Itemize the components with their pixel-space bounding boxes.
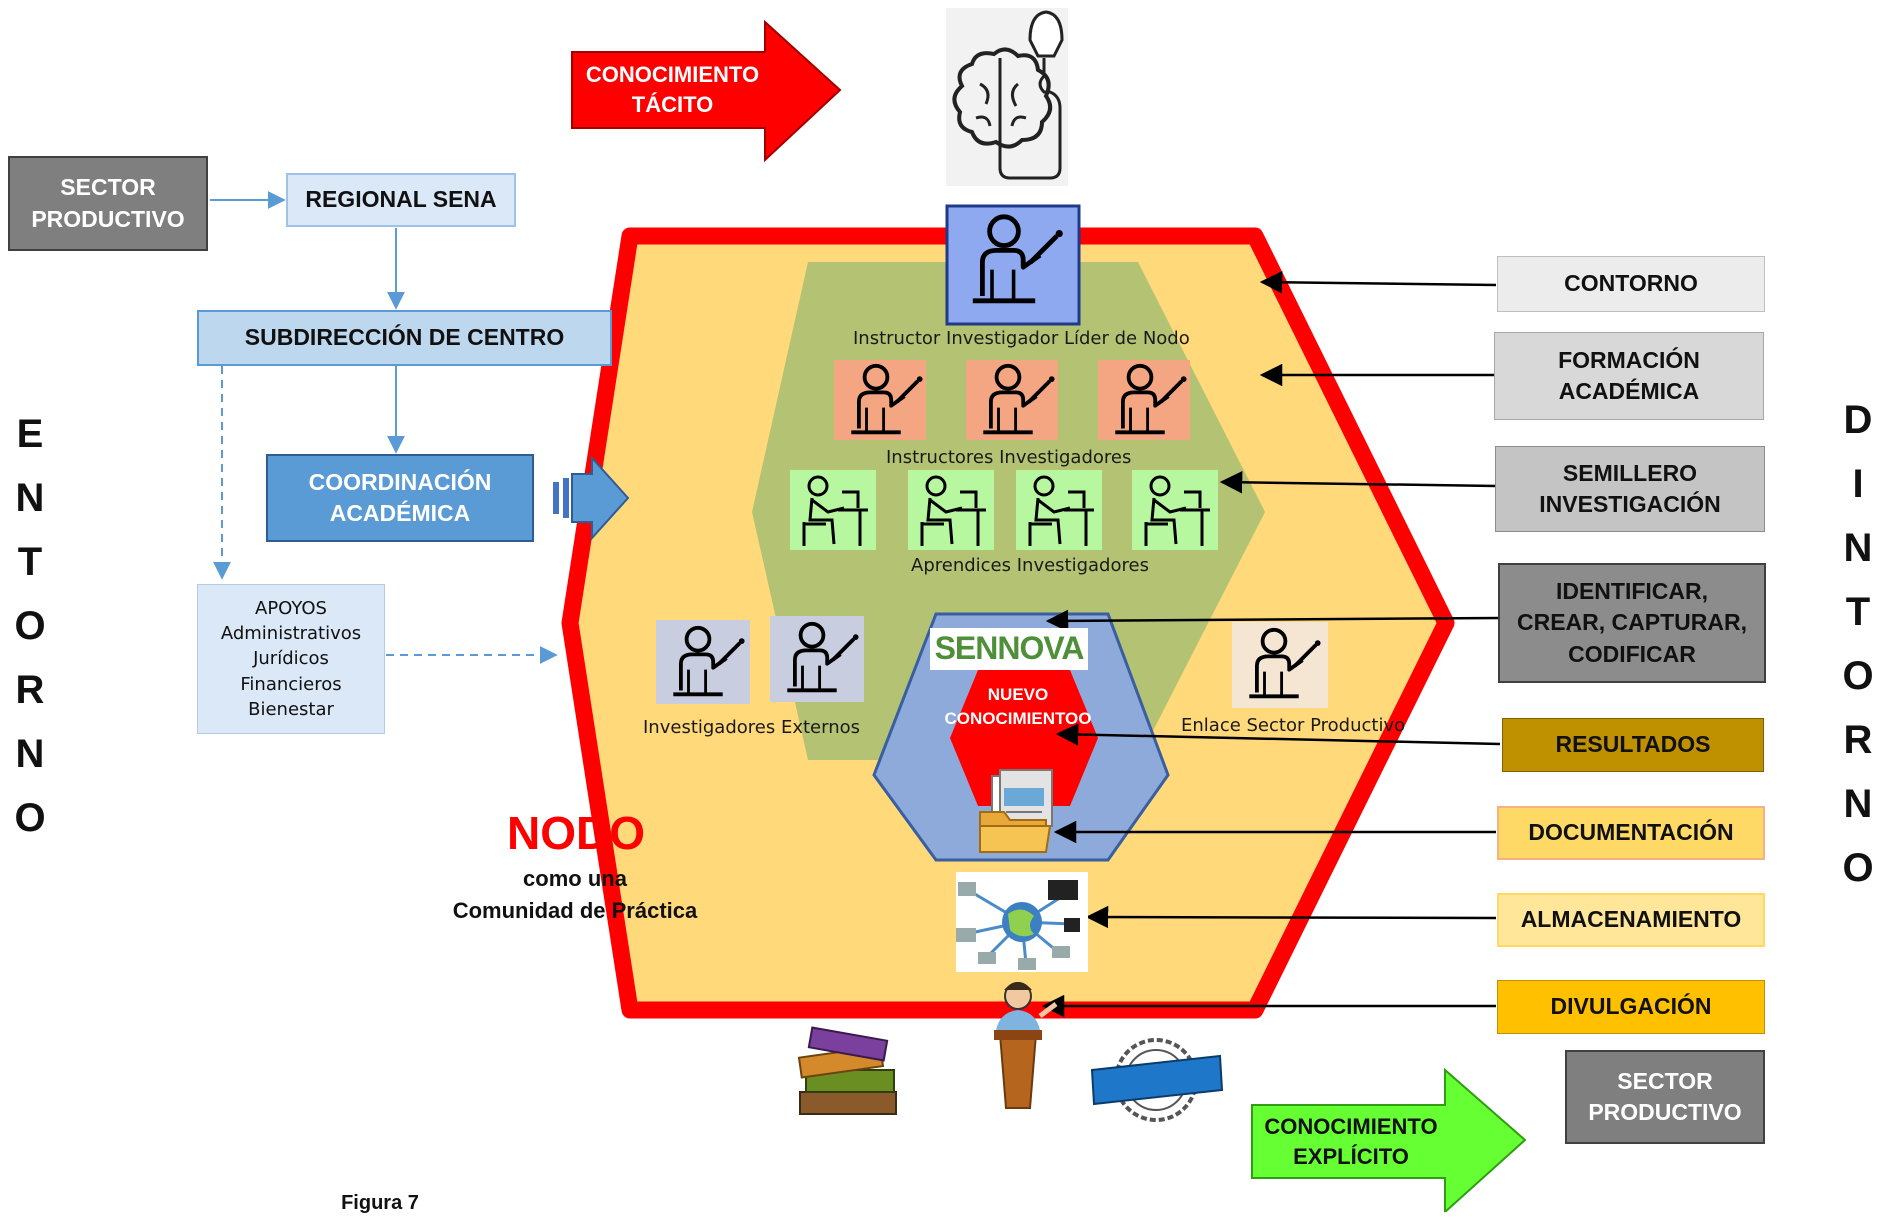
divulgacion-box: DIVULGACIÓN	[1497, 980, 1765, 1034]
leader-label: Instructor Investigador Líder de Nodo	[853, 328, 1190, 349]
books-icon	[788, 1026, 908, 1124]
tacit-knowledge-arrow	[571, 19, 842, 163]
apprentice-icon-2	[908, 470, 994, 550]
vright-letter-2: N	[1843, 526, 1873, 570]
speaker-podium-icon	[994, 982, 1058, 1109]
vright-letter-6: N	[1843, 782, 1873, 826]
coordinacion-box: COORDINACIÓN ACADÉMICA	[266, 454, 534, 542]
identificar-box: IDENTIFICAR, CREAR, CAPTURAR, CODIFICAR	[1498, 563, 1766, 683]
apprentice-icon-3	[1016, 470, 1102, 550]
vleft-letter-1: N	[15, 476, 45, 520]
almacenamiento-box: ALMACENAMIENTO	[1497, 893, 1765, 947]
instructor-icon-3	[1098, 360, 1190, 440]
apprentice-icon-1	[790, 470, 876, 550]
patents-seal-icon	[1090, 1034, 1224, 1126]
formacion-box: FORMACIÓN ACADÉMICA	[1494, 332, 1764, 420]
semillero-box: SEMILLERO INVESTIGACIÓN	[1495, 446, 1765, 532]
vright-letter-1: I	[1852, 462, 1864, 506]
new-knowledge-label: NUEVO CONOCIMIENTOO	[944, 685, 1092, 728]
vleft-letter-0: E	[16, 412, 44, 456]
vright-letter-3: T	[1845, 590, 1871, 634]
instructor-icon-2	[966, 360, 1058, 440]
resultados-box: RESULTADOS	[1502, 718, 1764, 772]
industry-liaison-icon	[1232, 622, 1328, 708]
vright-letter-7: O	[1842, 846, 1874, 890]
vleft-letter-5: N	[15, 732, 45, 776]
apoyos-box: APOYOS Administrativos Jurídicos Financi…	[197, 584, 385, 734]
figure-caption: Figura 7	[341, 1192, 419, 1214]
network-storage-icon	[956, 872, 1088, 972]
brain-lightbulb-icon	[946, 8, 1068, 186]
tacit-knowledge-label: CONOCIMIENTO TÁCITO	[585, 62, 760, 117]
vleft-letter-6: O	[14, 796, 46, 840]
apprentice-icon-4	[1132, 470, 1218, 550]
documentacion-box: DOCUMENTACIÓN	[1497, 806, 1765, 860]
sennova-logo-text: SENNOVA	[934, 630, 1085, 667]
vright-letter-4: O	[1842, 654, 1874, 698]
explicit-knowledge-arrow	[1251, 1067, 1527, 1212]
contorno-box: CONTORNO	[1497, 256, 1765, 312]
vright-letter-5: R	[1843, 718, 1873, 762]
folder-documents-icon	[979, 769, 1053, 853]
external-researcher-icon-2	[770, 616, 864, 702]
regional-sena-box: REGIONAL SENA	[286, 173, 516, 227]
industry-liaison-label: Enlace Sector Productivo	[1181, 715, 1406, 736]
external-researcher-icon-1	[656, 620, 750, 704]
node-title: NODO	[507, 806, 645, 859]
vleft-letter-2: T	[17, 540, 43, 584]
node-subtitle: como una Comunidad de Práctica	[452, 866, 698, 923]
vleft-letter-4: R	[15, 668, 45, 712]
sennova-logo	[930, 628, 1088, 670]
external-researchers-label: Investigadores Externos	[643, 717, 860, 738]
instructors-label: Instructores Investigadores	[886, 447, 1132, 468]
explicit-knowledge-label: CONOCIMIENTO EXPLÍCITO	[1264, 1114, 1438, 1169]
new-knowledge-octagon	[950, 670, 1098, 806]
vleft-letter-3: O	[14, 604, 46, 648]
sector-productivo-left-box: SECTOR PRODUCTIVO	[8, 156, 208, 251]
leader-instructor-icon	[945, 204, 1081, 326]
instructor-icon-1	[834, 360, 926, 440]
coordination-arrow	[553, 455, 630, 541]
vright-letter-0: D	[1843, 398, 1873, 442]
apprentices-label: Aprendices Investigadores	[911, 555, 1149, 576]
sector-productivo-right-box: SECTOR PRODUCTIVO	[1565, 1050, 1765, 1144]
subdireccion-box: SUBDIRECCIÓN DE CENTRO	[197, 310, 612, 366]
